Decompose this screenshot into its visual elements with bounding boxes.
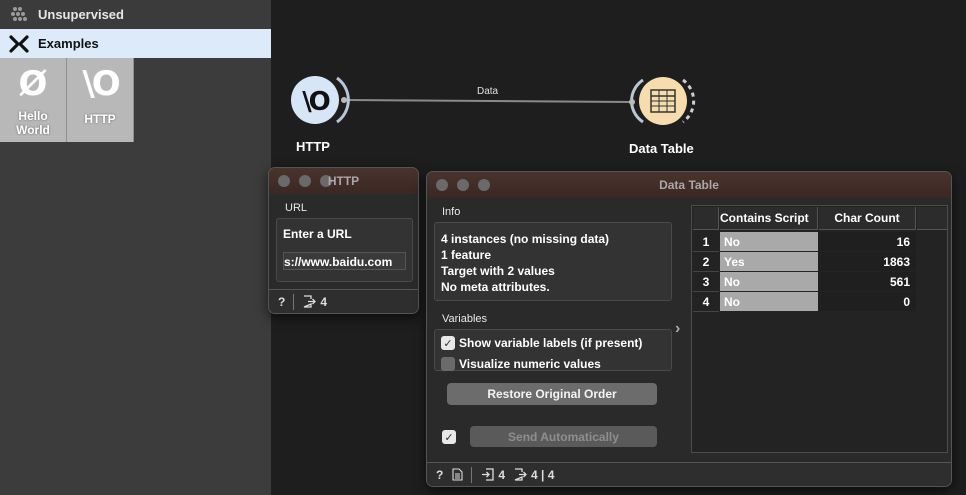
variables-box: ✓ Show variable labels (if present) Visu… [434, 329, 672, 371]
widget-label-line1: Hello [18, 109, 48, 123]
widget-label: Hello World [16, 109, 50, 137]
info-line: 4 instances (no missing data) [441, 232, 610, 246]
column-header-contains-script[interactable]: Contains Script [720, 207, 818, 230]
window-title: Data Table [659, 178, 719, 192]
widget-label-line2: World [16, 123, 50, 137]
table-cell[interactable]: 0 [819, 292, 916, 311]
footer-separator [471, 466, 473, 483]
show-labels-checkbox[interactable]: ✓ [441, 336, 455, 350]
table-cell[interactable]: No [720, 292, 818, 311]
http-node-graphic[interactable]: \O [291, 76, 350, 124]
table-cell[interactable]: No [720, 272, 818, 291]
report-icon[interactable] [452, 468, 463, 481]
footer-separator [293, 293, 295, 310]
input-icon [482, 468, 494, 481]
show-labels-option[interactable]: ✓ Show variable labels (if present) [441, 336, 642, 350]
visualize-numeric-checkbox[interactable] [441, 357, 455, 371]
output-count: 4 | 4 [531, 467, 555, 482]
show-labels-label: Show variable labels (if present) [459, 336, 643, 350]
data-table-window: Data Table Info 4 instances (no missing … [426, 171, 952, 487]
send-automatically-button[interactable]: Send Automatically [470, 426, 657, 447]
category-unsupervised[interactable]: Unsupervised [0, 0, 271, 29]
column-header-char-count[interactable]: Char Count [819, 207, 916, 230]
output-icon [304, 295, 317, 308]
table-cell[interactable]: 16 [819, 232, 916, 251]
close-icon[interactable] [278, 175, 290, 187]
corner-header[interactable] [693, 207, 719, 230]
category-label: Unsupervised [38, 7, 124, 22]
http-node-label: HTTP [296, 139, 330, 154]
send-automatically-checkbox[interactable]: ✓ [442, 430, 456, 444]
output-icon [514, 468, 527, 481]
info-section-label: Info [442, 206, 461, 218]
close-icon[interactable] [436, 179, 448, 191]
data-table-node-graphic[interactable] [629, 77, 696, 125]
help-icon[interactable]: ? [436, 467, 444, 482]
info-line: 1 feature [441, 248, 492, 262]
widget-http[interactable]: \O HTTP [67, 58, 134, 142]
url-label: Enter a URL [283, 227, 352, 241]
url-input[interactable]: s://www.baidu.com [283, 252, 406, 270]
table-cell[interactable]: 1863 [819, 252, 916, 271]
table-cell[interactable]: 561 [819, 272, 916, 291]
url-input-value: s://www.baidu.com [284, 255, 393, 269]
input-count: 4 [498, 467, 506, 482]
input-status: 4 [481, 468, 505, 482]
zoom-icon[interactable] [478, 179, 490, 191]
row-number[interactable]: 1 [693, 232, 719, 252]
visualize-numeric-option[interactable]: Visualize numeric values [441, 357, 601, 371]
variables-section-label: Variables [442, 313, 488, 325]
info-line: Target with 2 values [441, 264, 555, 278]
examples-x-icon [0, 34, 38, 53]
http-window: HTTP URL Enter a URL s://www.baidu.com ?… [268, 167, 419, 314]
http-icon: \O [82, 64, 120, 104]
widget-label: HTTP [84, 112, 116, 126]
table-cell[interactable]: No [720, 232, 818, 251]
row-number[interactable]: 4 [693, 292, 719, 312]
data-table-grid[interactable]: Contains Script Char Count 1 No 16 2 Yes… [691, 205, 948, 453]
svg-text:\O: \O [302, 87, 329, 117]
row-number[interactable]: 3 [693, 272, 719, 292]
table-cell[interactable]: Yes [720, 252, 818, 271]
minimize-icon[interactable] [299, 175, 311, 187]
url-section-label: URL [285, 202, 308, 214]
info-box: 4 instances (no missing data) 1 feature … [434, 222, 672, 301]
data-table-node-label: Data Table [629, 141, 694, 156]
unsupervised-dots-icon [0, 6, 38, 24]
minimize-icon[interactable] [457, 179, 469, 191]
widget-hello-world[interactable]: Ø Hello World [0, 58, 67, 142]
output-status: 4 | 4 [514, 468, 554, 482]
output-status: 4 [303, 295, 327, 309]
data-link[interactable] [345, 99, 632, 103]
zoom-icon[interactable] [320, 175, 332, 187]
restore-order-button[interactable]: Restore Original Order [447, 383, 657, 405]
row-number[interactable]: 2 [693, 252, 719, 272]
output-count: 4 [320, 294, 328, 309]
http-window-footer: ? 4 [269, 289, 418, 313]
info-line: No meta attributes. [441, 280, 550, 294]
hello-world-icon: Ø [18, 64, 48, 104]
url-group: Enter a URL s://www.baidu.com [276, 218, 413, 282]
help-icon[interactable]: ? [278, 294, 286, 309]
visualize-numeric-label: Visualize numeric values [459, 357, 601, 371]
chevron-right-icon[interactable]: › [675, 320, 681, 337]
data-table-window-titlebar[interactable]: Data Table [427, 172, 951, 198]
category-examples[interactable]: Examples [0, 29, 271, 58]
category-label: Examples [38, 36, 99, 51]
http-window-titlebar[interactable]: HTTP [269, 168, 418, 194]
header-filler [917, 207, 947, 230]
data-table-window-footer: ? 4 4 | 4 [427, 462, 951, 486]
canvas-graphics: \O [291, 76, 696, 125]
link-label: Data [477, 86, 499, 97]
widget-sidebar: Unsupervised Examples Ø Hello World \O H… [0, 0, 271, 495]
